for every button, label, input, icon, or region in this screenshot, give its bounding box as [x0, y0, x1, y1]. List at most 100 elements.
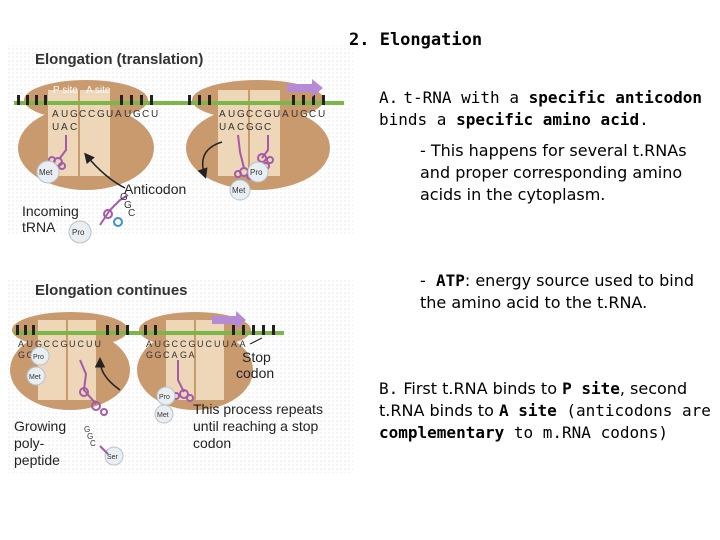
nucleotide-letter: C — [180, 339, 187, 349]
nucleotide-letter: C — [78, 339, 85, 349]
trna-bottom-left — [79, 359, 108, 416]
svg-text:Pro: Pro — [33, 354, 44, 361]
svg-text:Pro: Pro — [159, 394, 170, 401]
anticodon-letter: A — [61, 122, 68, 133]
point-b-text-1: First t.RNA binds to — [403, 379, 563, 398]
nucleotide-letter: C — [142, 109, 149, 120]
incoming-trna: Pro — [68, 194, 129, 244]
anticodon-letter: G — [180, 350, 187, 360]
slide-title: 2. Elongation — [349, 30, 483, 50]
nucleotide-letter: G — [300, 109, 308, 120]
nucleotide-letter: G — [133, 109, 141, 120]
anticodon-letter: G — [246, 122, 254, 133]
anticodon-letter: G — [87, 432, 93, 441]
point-b-emph-p-site: P site — [562, 379, 620, 398]
top-panel-title: Elongation (translation) — [35, 51, 203, 68]
bottom-panel-title: Elongation continues — [35, 282, 188, 299]
nucleotide-letter: C — [52, 339, 59, 349]
point-a: A. t-RNA with a specific anticodon binds… — [379, 87, 719, 131]
point-b-emph-a-site: A site — [498, 401, 557, 420]
svg-text:Ser: Ser — [107, 454, 119, 461]
nucleotide-letter: U — [86, 339, 93, 349]
point-b-text-2: , second t.RNA binds to — [379, 379, 688, 420]
met-amino-acid-top-left: Met — [36, 160, 60, 184]
growing-label-2: poly- — [14, 435, 45, 451]
point-b: B. First t.RNA binds to P site, second t… — [379, 378, 719, 444]
nucleotide-letter: U — [291, 109, 298, 120]
anticodon-letter: C — [264, 122, 271, 133]
svg-text:Met: Met — [39, 168, 53, 177]
nucleotide-letter: U — [197, 339, 204, 349]
anticodon-letter: G — [84, 425, 90, 434]
nucleotide-letter: G — [35, 339, 42, 349]
translation-figure: Elongation (translation) P site A site A… — [8, 45, 353, 473]
incoming-trna-label-1: Incoming — [22, 203, 79, 219]
ribosome-bottom-left — [10, 312, 130, 410]
nucleotide-letter: A — [282, 109, 289, 120]
nucleotide-letter: C — [246, 109, 253, 120]
point-a-emph-amino-acid: specific amino acid — [456, 110, 640, 129]
nucleotide-letter: U — [106, 109, 113, 120]
peptide-chain-bottom: Pro Met Pro Met Ser — [26, 346, 176, 466]
nucleotide-letter: A — [240, 339, 246, 349]
a-site-label: A site — [86, 85, 111, 96]
mrna-strand-top — [14, 95, 344, 105]
nucleotide-letter: C — [255, 109, 262, 120]
point-b-text-4: to m.RNA codons) — [504, 423, 668, 442]
translocation-arrow-bottom — [212, 311, 246, 329]
nucleotide-letter: A — [52, 109, 59, 120]
stop-codon-label-2: codon — [236, 365, 274, 381]
point-a-emph-anticodon: specific anticodon — [528, 88, 702, 107]
point-b-emph-complementary: complementary — [379, 423, 505, 442]
nucleotide-letter: U — [228, 109, 235, 120]
nucleotide-letter: C — [309, 109, 316, 120]
anticodon-letter: C — [70, 122, 77, 133]
nucleotide-letter: U — [155, 339, 162, 349]
growing-label-1: Growing — [14, 418, 66, 434]
anticodon-letter: U — [52, 122, 59, 133]
p-site-label: P site — [53, 85, 78, 96]
nucleotide-letter: A — [115, 109, 122, 120]
nucleotide-letter: U — [27, 339, 34, 349]
nucleotide-letter: U — [61, 109, 68, 120]
stop-codon-pointer — [249, 337, 263, 345]
growing-label-3: peptide — [14, 452, 60, 468]
nucleotide-letter: G — [189, 339, 196, 349]
point-b-text-3: (anticodons are — [556, 401, 711, 420]
nucleotide-letter: U — [223, 339, 230, 349]
point-a-sub-2: - ATP: energy source used to bind the am… — [420, 270, 710, 314]
point-a-sub-1: - This happens for several t.RNAs and pr… — [420, 141, 687, 204]
nucleotide-letter: G — [163, 339, 170, 349]
nucleotide-letter: C — [172, 339, 179, 349]
nucleotide-letter: U — [273, 109, 280, 120]
point-a-marker: A. — [379, 88, 399, 107]
nucleotide-letter: U — [318, 109, 325, 120]
incoming-anticodon-letters: GGC — [120, 192, 135, 219]
anticodon-letter: A — [189, 350, 195, 360]
repeat-text-1: This process repeats — [193, 401, 323, 417]
nucleotide-letter: G — [264, 109, 272, 120]
nucleotide-letter: U — [151, 109, 158, 120]
anticodon-letter: G — [27, 350, 34, 360]
point-a-text-2: binds a — [379, 110, 457, 129]
anticodon-letter: C — [163, 350, 170, 360]
anticodon-letter: U — [219, 122, 226, 133]
svg-text:Met: Met — [157, 412, 169, 419]
anticodon-letter: C — [90, 439, 96, 448]
point-a-text-1: t-RNA with a — [403, 88, 529, 107]
nucleotide-letter: A — [146, 339, 152, 349]
anticodon-letter: G — [255, 122, 263, 133]
nucleotide-letter: A — [219, 109, 226, 120]
growing-chain-codon-letters: GGC — [84, 425, 96, 448]
stop-codon-label-1: Stop — [242, 349, 271, 365]
nucleotide-letter: G — [61, 339, 68, 349]
svg-text:Pro: Pro — [72, 228, 85, 237]
mrna-strand-bottom — [14, 325, 284, 335]
anticodon-letter: C — [128, 208, 135, 219]
